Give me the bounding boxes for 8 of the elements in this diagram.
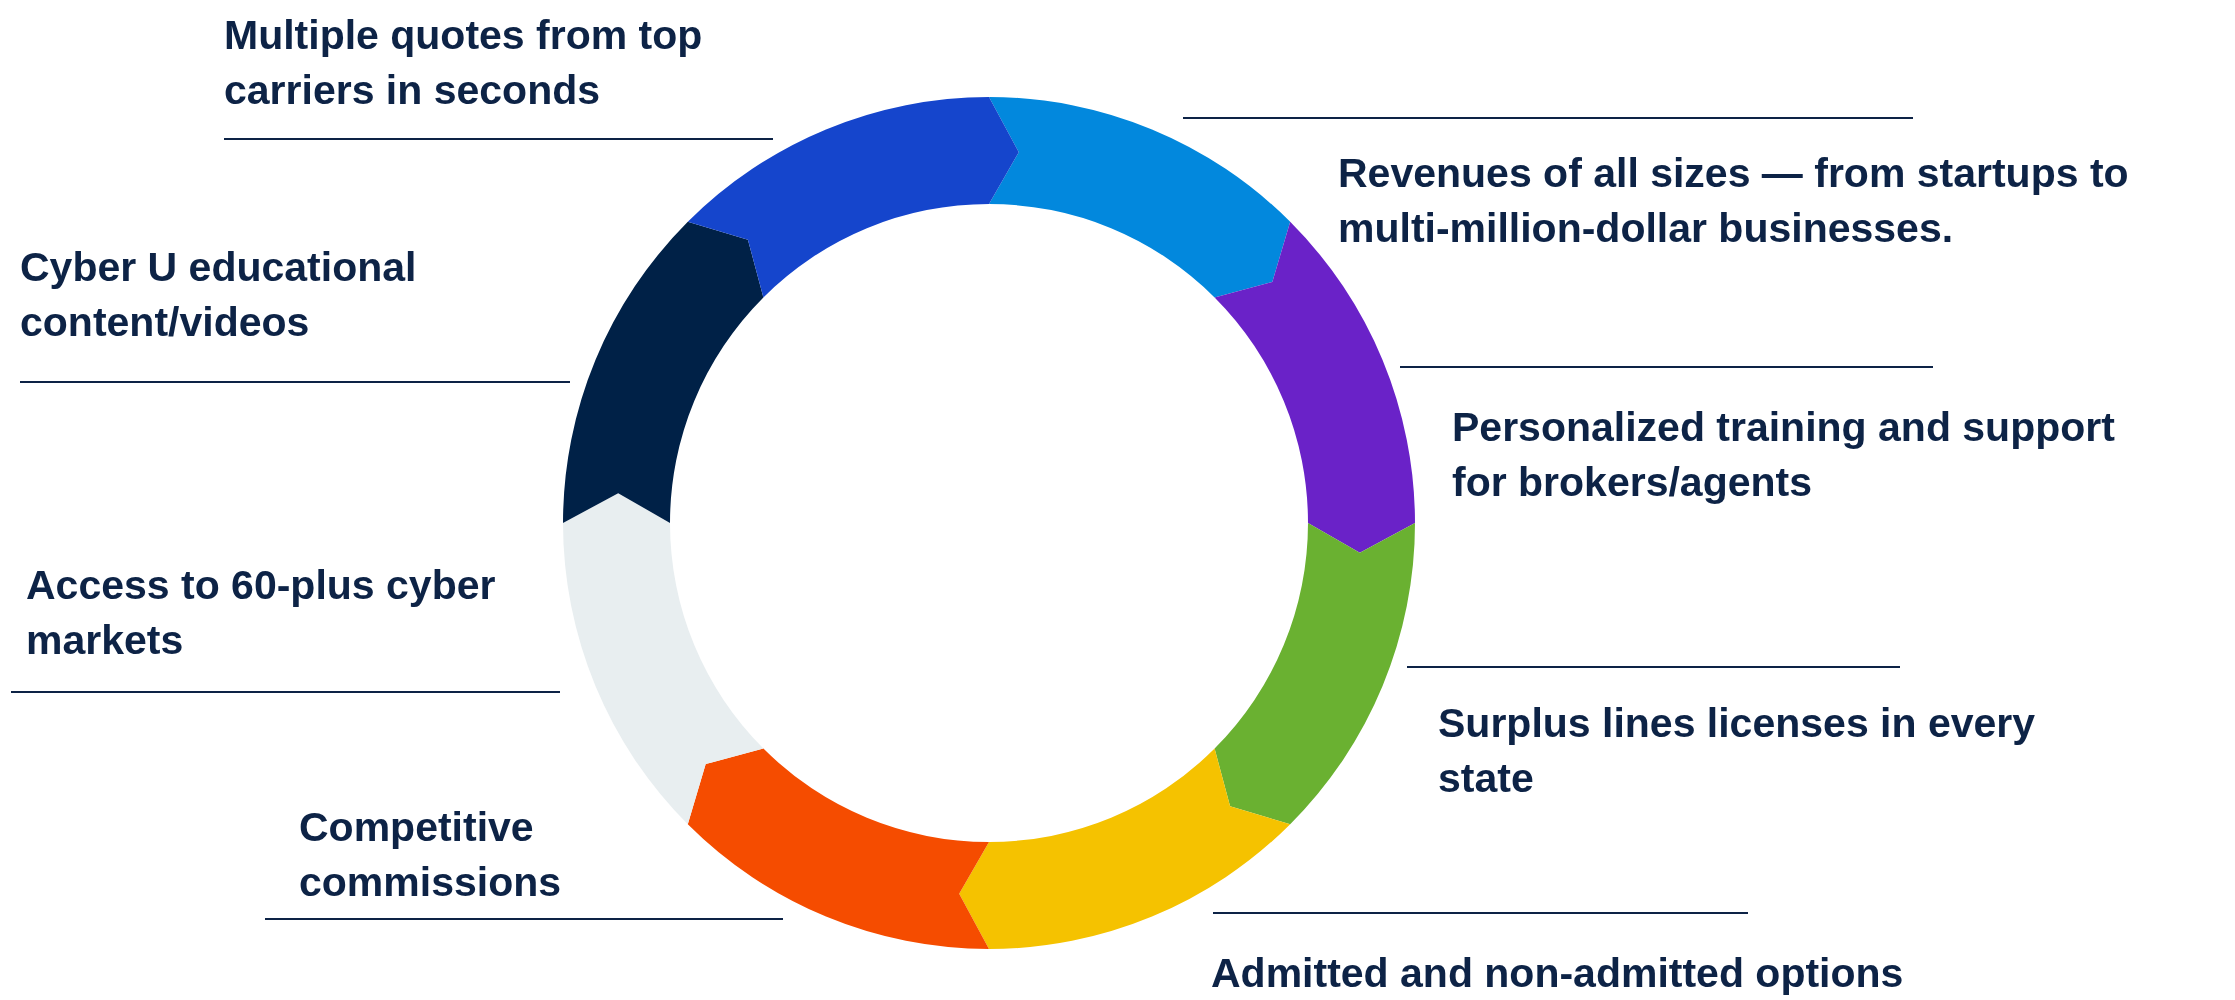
feature-text: Access to 60-plus cyber markets: [26, 558, 546, 668]
feature-text: Personalized training and support for brokers/agents: [1452, 400, 2152, 510]
feature-text: Competitive commissions: [299, 800, 769, 910]
feature-text: Cyber U educational content/videos: [20, 240, 580, 350]
feature-text: Multiple quotes from top carriers in seconds: [224, 8, 784, 118]
feature-text: Admitted and non-admitted options: [1211, 946, 2111, 1000]
feature-text: Surplus lines licenses in every state: [1438, 696, 2078, 806]
feature-text: Revenues of all sizes — from startups to multi-million-dollar businesses.: [1338, 146, 2228, 256]
